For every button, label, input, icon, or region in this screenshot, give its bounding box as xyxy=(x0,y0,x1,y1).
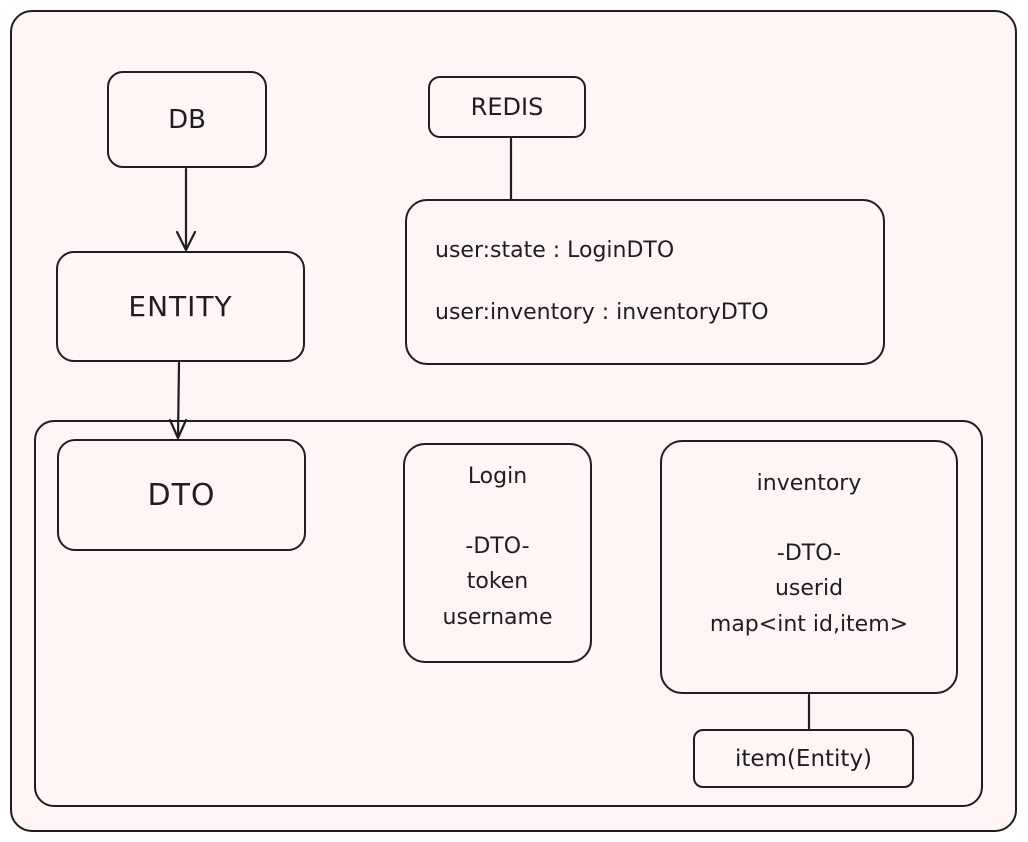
redis-key-user-inventory: user:inventory : inventoryDTO xyxy=(435,300,769,325)
redis-label: REDIS xyxy=(470,93,544,121)
dto-node: DTO xyxy=(57,439,306,551)
login-dto-node: Login -DTO- token username xyxy=(403,443,592,663)
redis-key-user-state: user:state : LoginDTO xyxy=(435,237,675,263)
item-entity-label: item(Entity) xyxy=(734,745,873,772)
dto-group-container xyxy=(34,420,983,807)
db-node: DB xyxy=(107,71,267,168)
entity-node: ENTITY xyxy=(56,251,305,362)
inventory-dto-node: inventory -DTO- userid map<int id,item> xyxy=(660,440,958,694)
inventory-field-map: map<int id,item> xyxy=(709,611,909,637)
redis-node: REDIS xyxy=(428,76,586,138)
login-title: Login xyxy=(467,464,528,489)
login-field-token: token xyxy=(466,569,529,595)
redis-keys-node: user:state : LoginDTO user:inventory : i… xyxy=(405,199,885,365)
inventory-dto-marker: -DTO- xyxy=(776,541,842,567)
inventory-title: inventory xyxy=(756,471,862,496)
entity-label: ENTITY xyxy=(128,290,233,323)
login-field-username: username xyxy=(442,604,553,630)
login-dto-marker: -DTO- xyxy=(465,534,530,560)
dto-label: DTO xyxy=(147,477,216,513)
db-label: DB xyxy=(168,104,206,135)
inventory-field-userid: userid xyxy=(774,576,844,602)
item-entity-node: item(Entity) xyxy=(693,729,914,788)
